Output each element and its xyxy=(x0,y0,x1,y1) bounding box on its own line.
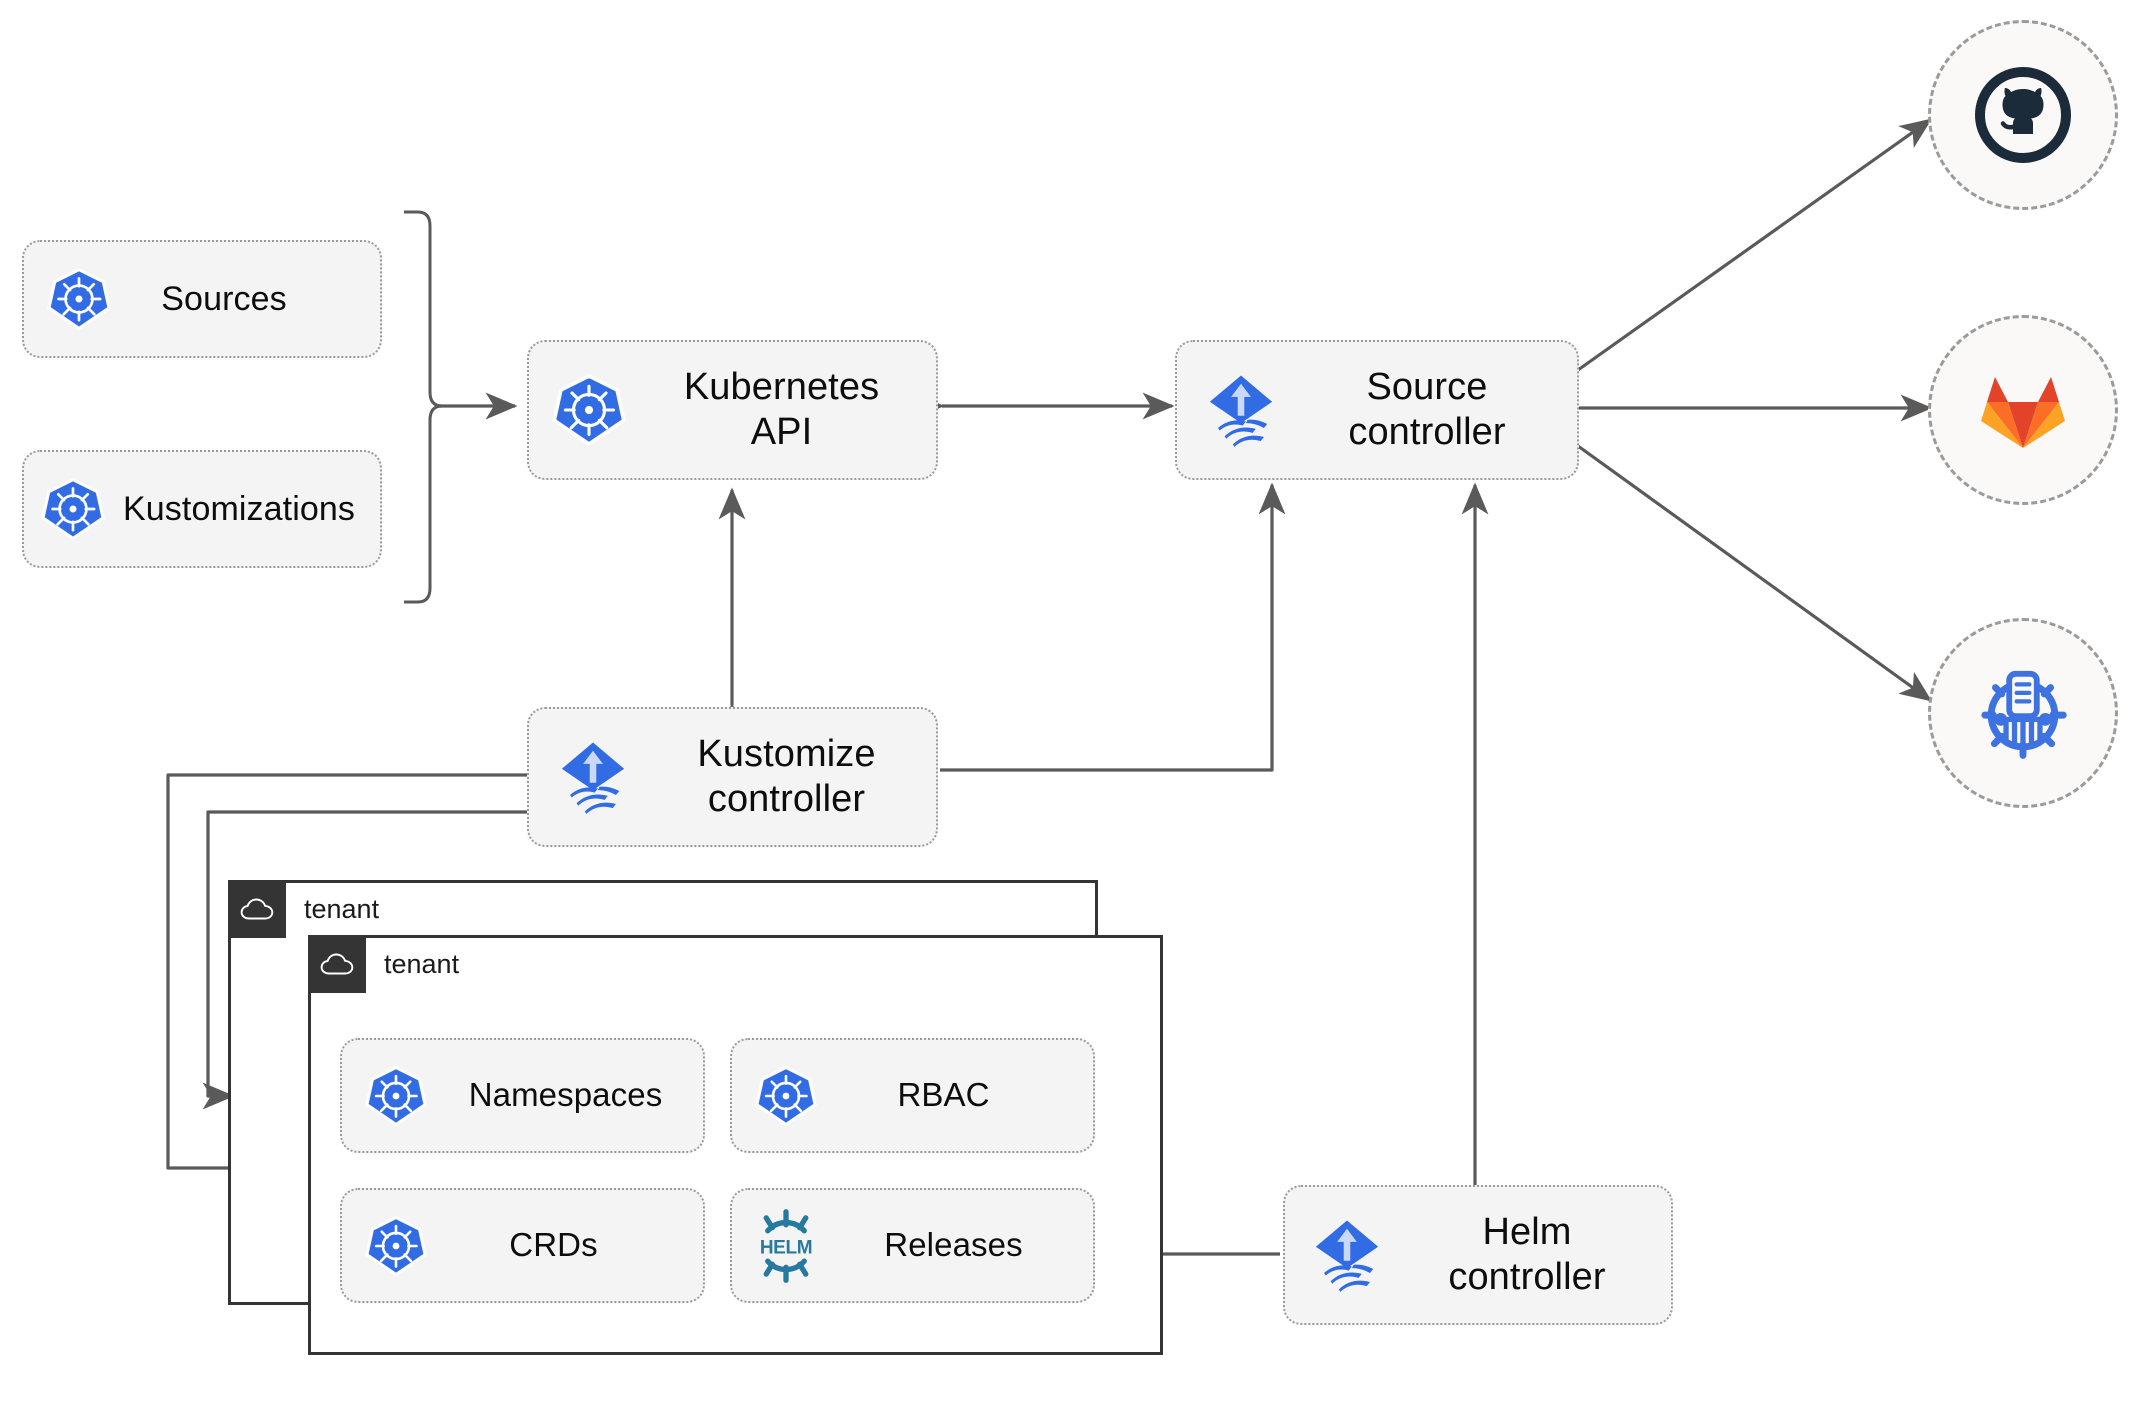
kubernetes-icon xyxy=(732,1065,840,1127)
node-rbac-label: RBAC xyxy=(897,1076,990,1114)
node-sources[interactable]: Sources xyxy=(22,240,382,358)
node-kustomize-controller[interactable]: Kustomize controller xyxy=(527,707,938,847)
gitlab-icon xyxy=(1981,377,2065,448)
edge-kustomizectrl-sourcectrl xyxy=(940,482,1286,772)
flux-icon xyxy=(1177,369,1305,451)
external-github[interactable] xyxy=(1928,20,2118,210)
kubernetes-icon xyxy=(24,267,134,331)
svg-text:HELM: HELM xyxy=(760,1237,812,1258)
cloud-icon xyxy=(228,880,286,938)
tenant-front-header: tenant xyxy=(308,935,459,993)
node-kustomizations[interactable]: Kustomizations xyxy=(22,450,382,568)
node-releases-label: Releases xyxy=(884,1226,1023,1264)
node-kustomize-controller-label: Kustomize controller xyxy=(697,733,876,820)
node-source-controller-label: Source controller xyxy=(1348,366,1506,453)
node-kustomizations-label: Kustomizations xyxy=(123,489,355,528)
tenant-back-header: tenant xyxy=(228,880,379,938)
helm-icon: HELM xyxy=(732,1208,840,1284)
node-kubernetes-api[interactable]: Kubernetes API xyxy=(527,340,938,480)
node-source-controller[interactable]: Source controller xyxy=(1175,340,1579,480)
tenant-back-label: tenant xyxy=(304,893,380,924)
helm-repository-icon xyxy=(1981,670,2067,759)
flux-icon xyxy=(529,736,657,818)
node-helm-controller-label: Helm controller xyxy=(1448,1211,1606,1298)
kubernetes-icon xyxy=(529,373,649,447)
flux-icon xyxy=(1285,1214,1409,1296)
kubernetes-icon xyxy=(342,1065,450,1127)
node-crds[interactable]: CRDs xyxy=(340,1188,705,1303)
node-kubernetes-api-label: Kubernetes API xyxy=(683,366,880,453)
node-crds-label: CRDs xyxy=(509,1226,598,1264)
cloud-icon xyxy=(308,935,366,993)
node-namespaces[interactable]: Namespaces xyxy=(340,1038,705,1153)
github-icon xyxy=(1975,67,2071,163)
edge-sourcectrl-registry xyxy=(1577,444,1933,702)
node-namespaces-label: Namespaces xyxy=(468,1076,663,1114)
external-gitlab[interactable] xyxy=(1928,315,2118,505)
external-helm-registry[interactable] xyxy=(1928,618,2118,808)
node-sources-label: Sources xyxy=(161,279,287,318)
kubernetes-icon xyxy=(24,477,122,541)
tenant-front-label: tenant xyxy=(384,948,460,979)
node-rbac[interactable]: RBAC xyxy=(730,1038,1095,1153)
node-helm-controller[interactable]: Helm controller xyxy=(1283,1185,1673,1325)
kubernetes-icon xyxy=(342,1215,450,1277)
edge-sourcectrl-github xyxy=(1577,118,1933,372)
edge-sources-bracket xyxy=(404,210,444,604)
node-releases[interactable]: HELM Releases xyxy=(730,1188,1095,1303)
